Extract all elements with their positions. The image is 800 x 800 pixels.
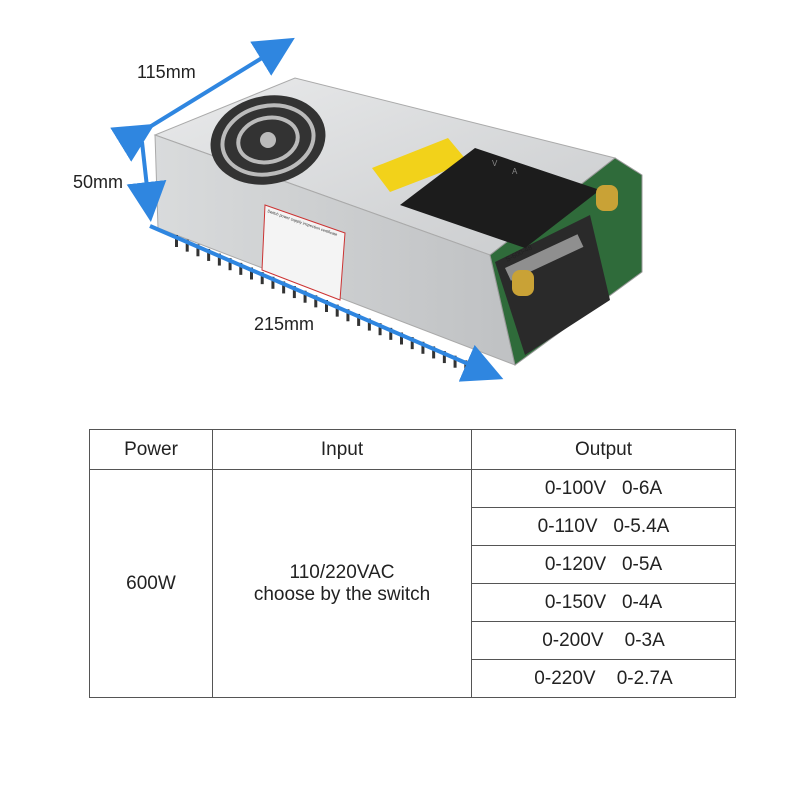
vent-slot — [207, 248, 211, 261]
vent-slot — [175, 235, 178, 247]
table-row: 0-110V 0-5.4A — [90, 507, 736, 546]
adjust-knob — [512, 270, 534, 296]
warning-label — [372, 138, 468, 192]
depth-label: 115mm — [137, 62, 196, 82]
vent-slot — [432, 346, 436, 359]
certificate-label — [261, 204, 346, 301]
meter-v-label: V — [492, 159, 498, 168]
length-label: 215mm — [254, 314, 315, 334]
header-power: Power — [89, 429, 213, 470]
vent-slot — [400, 332, 403, 345]
depth-arrow — [110, 37, 295, 162]
display-panel — [400, 148, 600, 248]
vent-slot — [357, 313, 361, 326]
vent-slot — [453, 355, 457, 368]
vent-slot — [325, 300, 328, 312]
power-supply-photo: S-600-48 V A Switch power supply inspect… — [110, 37, 643, 382]
output-cell: 0-200V 0-3A — [471, 621, 736, 660]
vent-slot — [292, 286, 296, 299]
header-input: Input — [212, 429, 472, 470]
vent-slot — [389, 327, 393, 340]
input-line2: choose by the switch — [253, 583, 431, 605]
meter-a-label: A — [512, 167, 518, 176]
output-cell: 0-100V 0-6A — [471, 469, 736, 508]
table-row: 0-220V 0-2.7A — [90, 659, 736, 698]
height-arrow — [126, 141, 167, 222]
vent-slot — [410, 337, 414, 350]
table-row: 0-120V 0-5A — [90, 545, 736, 584]
header-output: Output — [471, 429, 736, 470]
vent-slot — [442, 351, 446, 364]
vent-slot — [378, 323, 382, 336]
output-cell: 0-150V 0-4A — [471, 583, 736, 622]
vent-slot — [228, 258, 232, 271]
vent-slots — [175, 235, 468, 373]
vent-slot — [217, 253, 221, 266]
vent-slot — [314, 295, 318, 308]
vent-slot — [367, 318, 371, 331]
table-row: 600W 110/220VAC choose by the switch 0-1… — [89, 469, 736, 698]
height-label: 50mm — [73, 172, 124, 192]
terminal-block — [495, 215, 610, 355]
adjust-knob — [596, 185, 618, 211]
vent-slot — [346, 309, 350, 322]
input-cell: 110/220VAC choose by the switch — [212, 469, 472, 698]
output-cell: 0-220V 0-2.7A — [471, 659, 736, 698]
vent-slot — [239, 262, 243, 275]
vent-slot — [271, 276, 275, 289]
vent-slot — [250, 267, 253, 280]
vent-slot — [335, 304, 339, 317]
power-cell: 600W — [89, 469, 213, 698]
spec-table: Power Input Output 600W 110/220VAC choos… — [89, 429, 736, 698]
vent-slot — [185, 239, 189, 252]
input-line1: 110/220VAC — [289, 561, 395, 583]
vent-slot — [196, 244, 200, 257]
vent-slot — [303, 290, 307, 303]
vent-slot — [421, 341, 425, 354]
table-header: Power Input Output — [89, 429, 736, 470]
table-row: 0-200V 0-3A — [90, 621, 736, 660]
length-arrow — [149, 224, 504, 382]
output-cell: 0-110V 0-5.4A — [471, 507, 736, 546]
vent-slot — [260, 272, 264, 285]
vent-slot — [282, 281, 286, 294]
output-cell: 0-120V 0-5A — [471, 545, 736, 584]
